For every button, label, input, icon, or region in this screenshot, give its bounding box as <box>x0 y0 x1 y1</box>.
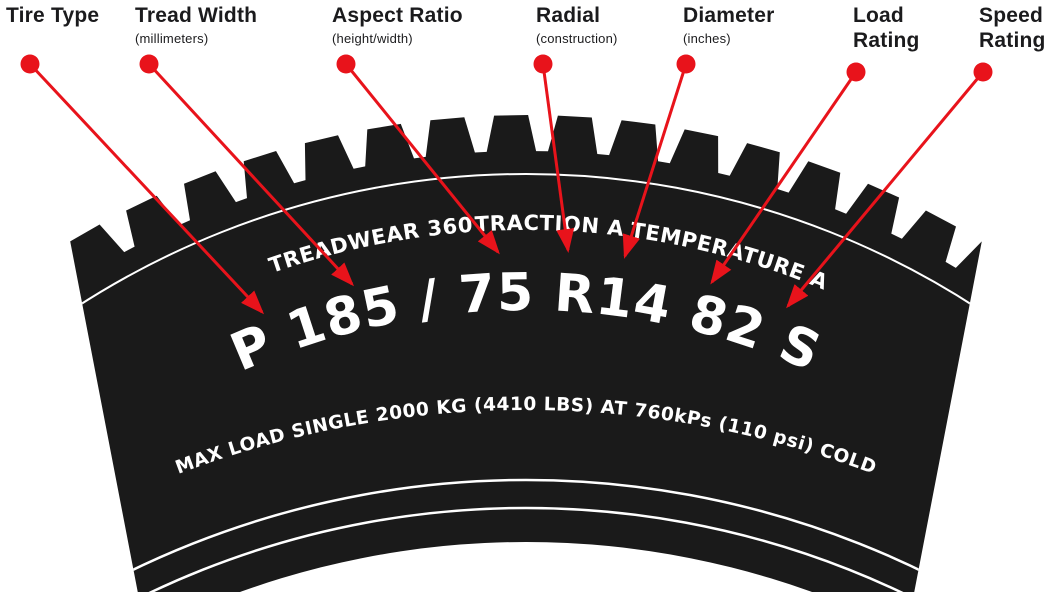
aspect-ratio-dot <box>336 54 356 74</box>
load-rating-arrow <box>710 71 858 285</box>
label-title: Diameter <box>683 4 775 27</box>
sidewall-groove-lines <box>70 173 982 592</box>
label-diameter: Diameter (inches) <box>683 3 774 46</box>
label-title: Tread Width <box>135 4 258 27</box>
tread-width-arrow <box>147 62 355 287</box>
diameter-dot <box>676 54 696 74</box>
label-title: Radial <box>536 4 601 27</box>
label-subtitle: (construction) <box>536 31 618 46</box>
tire-type-arrow <box>28 62 265 315</box>
inner-groove-line-2 <box>70 506 982 592</box>
label-subtitle: (millimeters) <box>135 31 209 46</box>
label-subtitle: (height/width) <box>332 31 413 46</box>
aspect-ratio-arrow <box>344 63 500 255</box>
diameter-arrow <box>622 63 688 259</box>
callout-dots <box>20 54 993 82</box>
tread-width-dot <box>139 54 159 74</box>
tire-type-dot <box>20 54 40 74</box>
inner-groove-line-1 <box>70 478 982 592</box>
label-title: Tire Type <box>6 4 100 27</box>
label-tire-type: Tire Type <box>6 3 99 31</box>
label-radial: Radial (construction) <box>536 3 618 46</box>
speed-rating-arrow <box>786 71 985 309</box>
label-tread-width: Tread Width (millimeters) <box>135 3 257 46</box>
outer-groove-line <box>70 173 982 592</box>
label-speed-rating: Speed Rating <box>979 3 1052 56</box>
load-rating-dot <box>846 62 866 82</box>
radial-dot <box>533 54 553 74</box>
radial-arrow <box>541 63 575 253</box>
callout-arrows <box>28 62 985 315</box>
wheel-opening <box>240 542 812 592</box>
speed-rating-dot <box>973 62 993 82</box>
label-title: Load Rating <box>853 4 920 52</box>
label-subtitle: (inches) <box>683 31 731 46</box>
label-load-rating: Load Rating <box>853 3 927 56</box>
label-title: Aspect Ratio <box>332 4 463 27</box>
tire-sidewall <box>70 115 982 592</box>
label-title: Speed Rating <box>979 4 1046 52</box>
label-aspect-ratio: Aspect Ratio (height/width) <box>332 3 463 46</box>
